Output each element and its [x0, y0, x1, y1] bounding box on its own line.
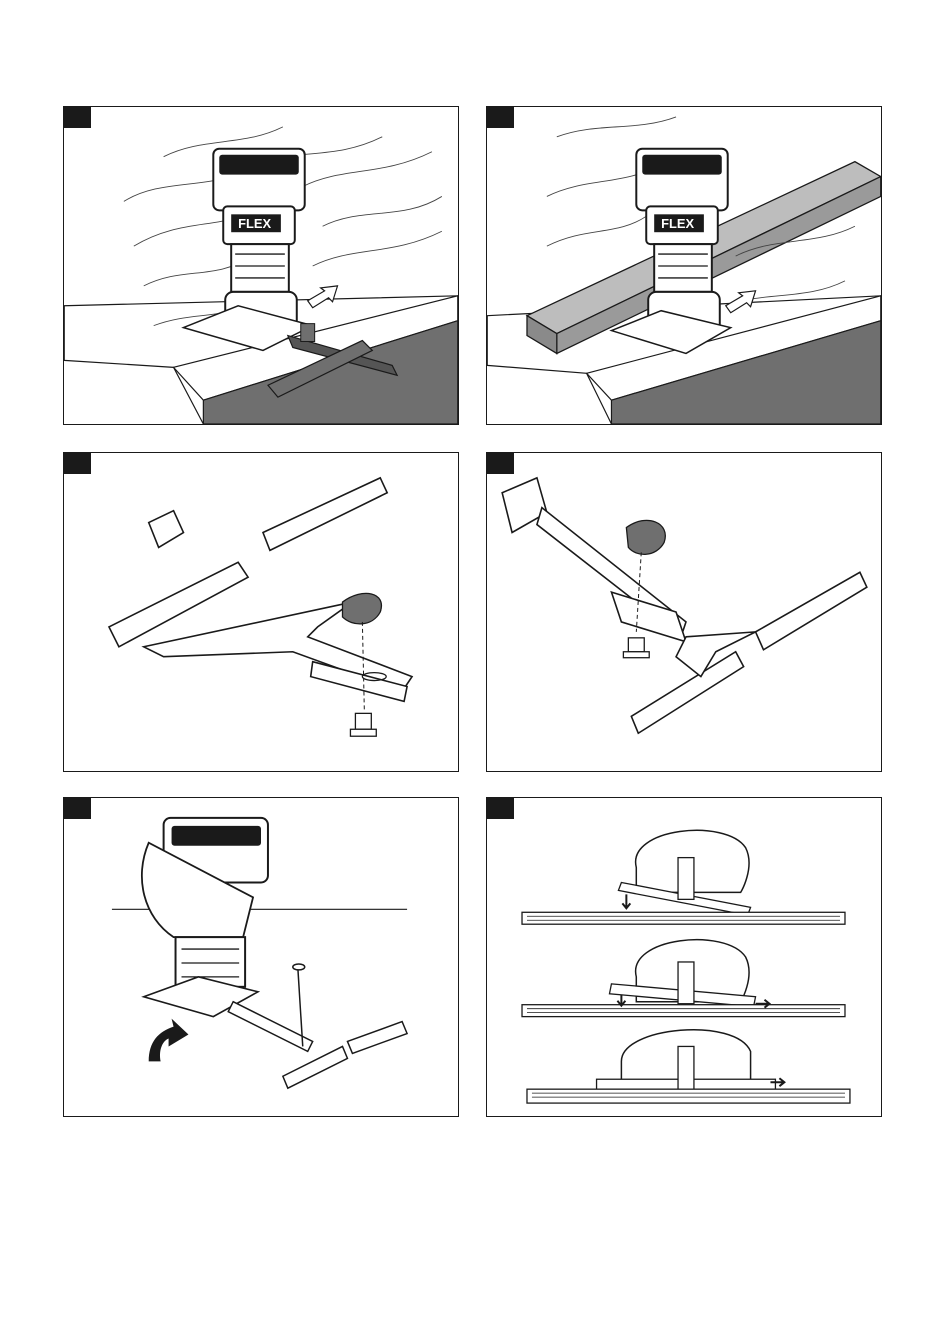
cutting-step-1 [522, 830, 845, 924]
figure-6-cutting-sequence [486, 797, 882, 1117]
cutting-step-2 [522, 940, 845, 1017]
cutting-sequence-illustration [487, 798, 881, 1116]
guide-fence-right [756, 572, 867, 650]
router-tool [142, 818, 268, 1017]
router-tool: FLEX [611, 149, 730, 354]
edge-guide [228, 964, 407, 1088]
brand-label: FLEX [661, 216, 694, 231]
bolt [628, 638, 644, 652]
bolt [355, 713, 371, 729]
router-tool: FLEX [183, 149, 312, 351]
feed-direction-arrow [308, 286, 338, 308]
wing-knob [626, 520, 665, 554]
figure-2-guide-board: FLEX [486, 106, 882, 425]
figure-3-edge-guide-assembly [63, 452, 459, 772]
figure-1-edge-guide-on-workpiece: FLEX [63, 106, 459, 425]
rotation-arrow [149, 1019, 189, 1062]
router-guide-board-illustration: FLEX [487, 107, 881, 424]
feed-direction-arrow [726, 291, 756, 313]
edge-guide-assembly-illustration [64, 453, 458, 771]
brand-label: FLEX [238, 216, 271, 231]
hand-held-router-illustration [64, 798, 458, 1116]
figure-4-edge-guide-assembly-alt [486, 452, 882, 772]
figure-5-hand-held-router [63, 797, 459, 1117]
guide-fence-right [263, 478, 387, 551]
router-edge-guide-illustration: FLEX [64, 107, 458, 424]
cutting-step-3 [527, 1030, 850, 1103]
wing-knob [342, 593, 381, 623]
edge-guide-alt-illustration [487, 453, 881, 771]
clamp [149, 511, 184, 548]
